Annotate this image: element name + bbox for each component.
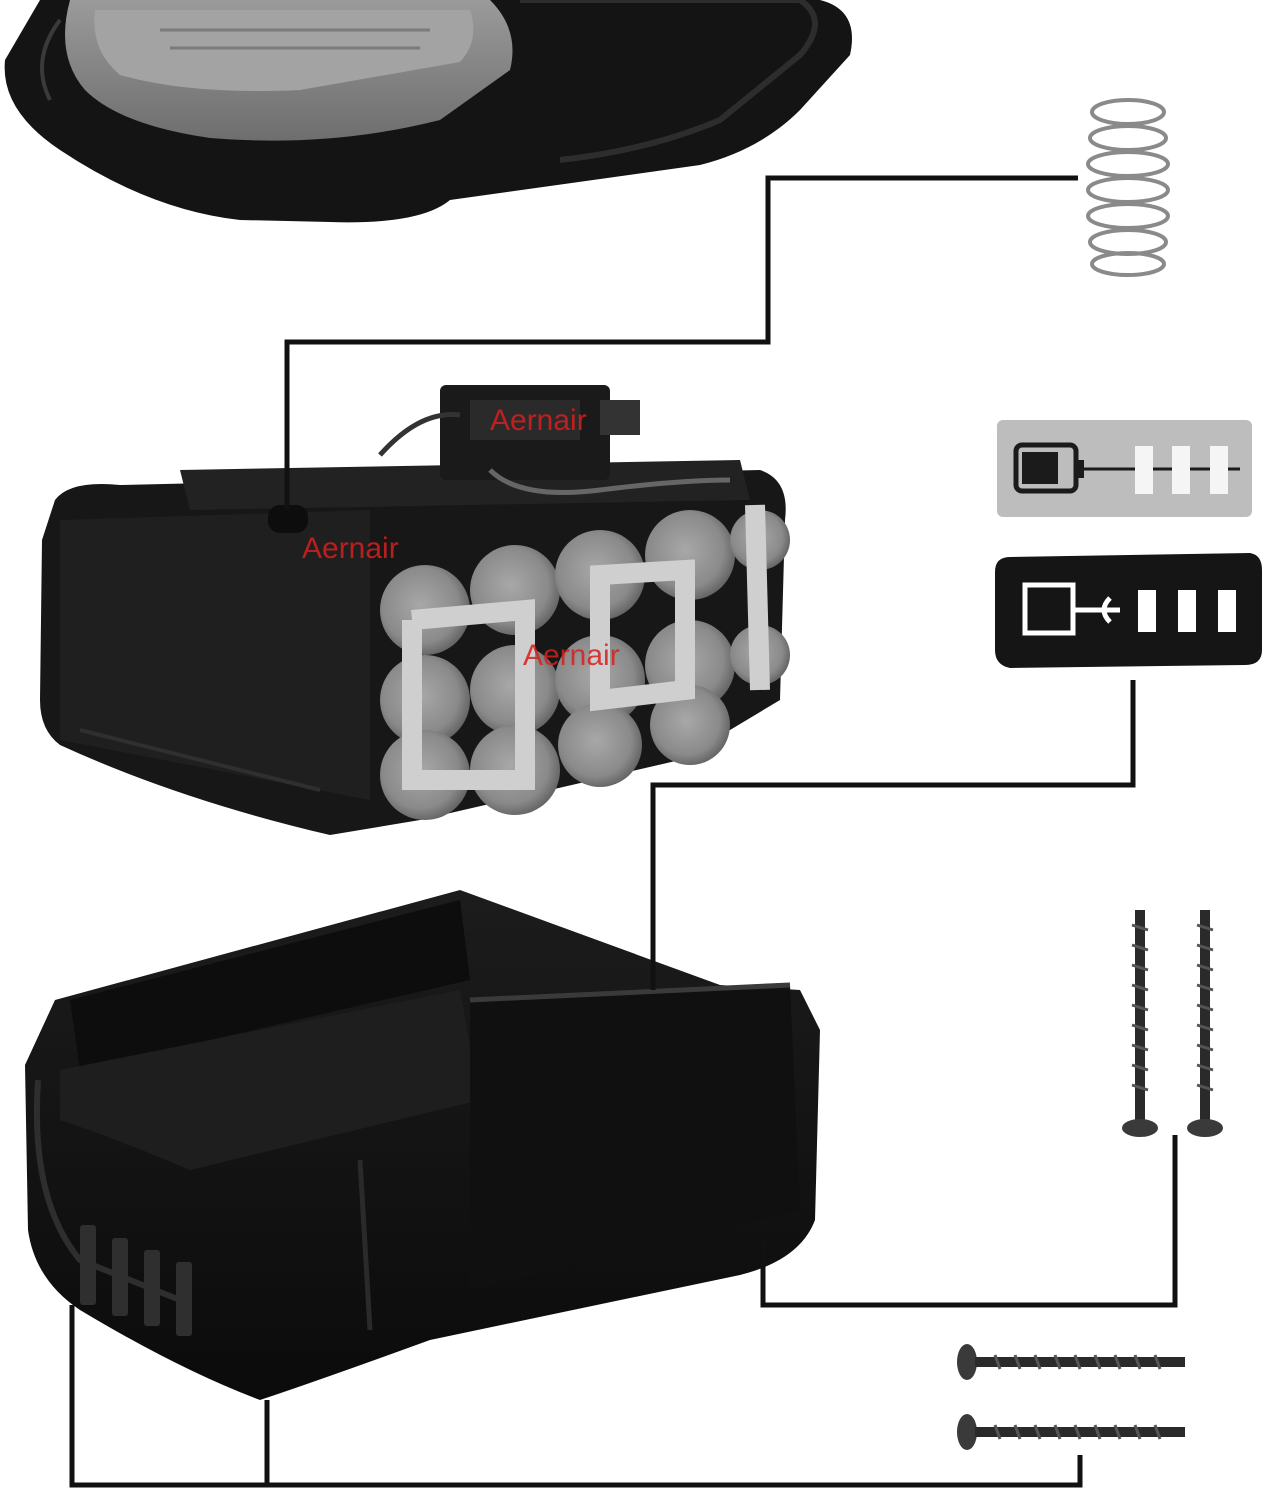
contact-spring — [1086, 98, 1170, 277]
battery-bottom-case — [25, 890, 820, 1400]
case-screws-horizontal — [957, 1344, 1185, 1450]
connector-spring-to-pack — [284, 175, 1078, 510]
connector-screws-to-case — [760, 1135, 1178, 1308]
watermark-2: Aernair — [302, 532, 399, 565]
battery-top-cover — [4, 0, 853, 223]
connector-lines — [69, 175, 1178, 1488]
connector-cap-to-case — [650, 680, 1136, 990]
battery-level-label — [997, 420, 1252, 517]
18650-cell-pack — [40, 385, 790, 835]
indicator-window-cap — [995, 553, 1262, 668]
connector-case-to-bottom-screws — [69, 1305, 1083, 1488]
watermark-3: Aernair — [523, 639, 620, 672]
watermark-1: Aernair — [490, 404, 587, 437]
case-screws-vertical — [1122, 910, 1223, 1137]
